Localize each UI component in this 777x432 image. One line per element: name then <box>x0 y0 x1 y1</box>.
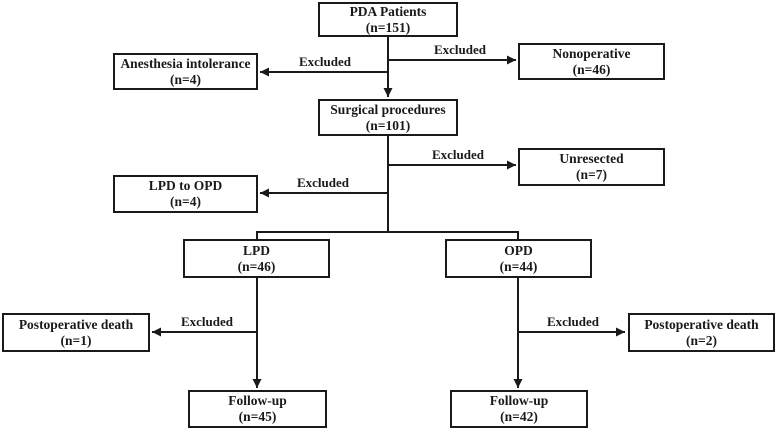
node-postop-death-left-title: Postoperative death <box>18 316 134 332</box>
edge-label-excluded-mid-left: Excluded <box>296 175 350 190</box>
node-nonoperative-title: Nonoperative <box>552 45 631 61</box>
node-opd-title: OPD <box>504 242 533 258</box>
node-lpd: LPD (n=46) <box>183 239 330 278</box>
node-anesthesia-intolerance-count: (n=4) <box>170 71 201 87</box>
edge-label-excluded-bottom-left: Excluded <box>180 314 234 329</box>
node-followup-left: Follow-up (n=45) <box>188 390 327 428</box>
node-opd-count: (n=44) <box>499 258 538 274</box>
node-opd: OPD (n=44) <box>445 239 592 278</box>
node-followup-right-count: (n=42) <box>500 409 538 424</box>
node-anesthesia-intolerance-title: Anesthesia intolerance <box>120 55 251 71</box>
node-lpd-to-opd-count: (n=4) <box>170 194 201 209</box>
node-nonoperative-count: (n=46) <box>572 61 611 77</box>
node-followup-right-title: Follow-up <box>489 393 549 408</box>
node-unresected-count: (n=7) <box>576 167 607 182</box>
node-surgical-procedures-count: (n=101) <box>365 117 411 133</box>
edge-label-excluded-bottom-right: Excluded <box>546 314 600 329</box>
edge-label-excluded-top-left: Excluded <box>298 54 352 69</box>
node-postop-death-right: Postoperative death (n=2) <box>628 313 775 352</box>
node-pda-patients-count: (n=151) <box>365 19 411 35</box>
edge-label-excluded-top-right: Excluded <box>433 42 487 57</box>
node-anesthesia-intolerance: Anesthesia intolerance (n=4) <box>113 53 258 90</box>
node-postop-death-left: Postoperative death (n=1) <box>2 313 150 352</box>
node-surgical-procedures-title: Surgical procedures <box>330 101 446 117</box>
node-followup-left-title: Follow-up <box>228 393 287 408</box>
node-postop-death-right-count: (n=2) <box>686 332 717 348</box>
node-pda-patients-title: PDA Patients <box>349 3 427 19</box>
edge-label-excluded-mid-right: Excluded <box>431 147 485 162</box>
node-unresected: Unresected (n=7) <box>518 148 665 186</box>
node-followup-left-count: (n=45) <box>238 409 277 424</box>
node-lpd-count: (n=46) <box>237 258 276 274</box>
node-lpd-title: LPD <box>243 242 270 258</box>
node-unresected-title: Unresected <box>559 151 624 166</box>
node-nonoperative: Nonoperative (n=46) <box>518 43 665 80</box>
node-pda-patients: PDA Patients (n=151) <box>318 2 458 37</box>
node-lpd-to-opd-title: LPD to OPD <box>148 178 223 193</box>
node-surgical-procedures: Surgical procedures (n=101) <box>318 99 458 136</box>
node-followup-right: Follow-up (n=42) <box>450 390 588 428</box>
node-postop-death-left-count: (n=1) <box>60 332 92 348</box>
node-lpd-to-opd: LPD to OPD (n=4) <box>113 175 258 213</box>
node-postop-death-right-title: Postoperative death <box>644 316 759 332</box>
